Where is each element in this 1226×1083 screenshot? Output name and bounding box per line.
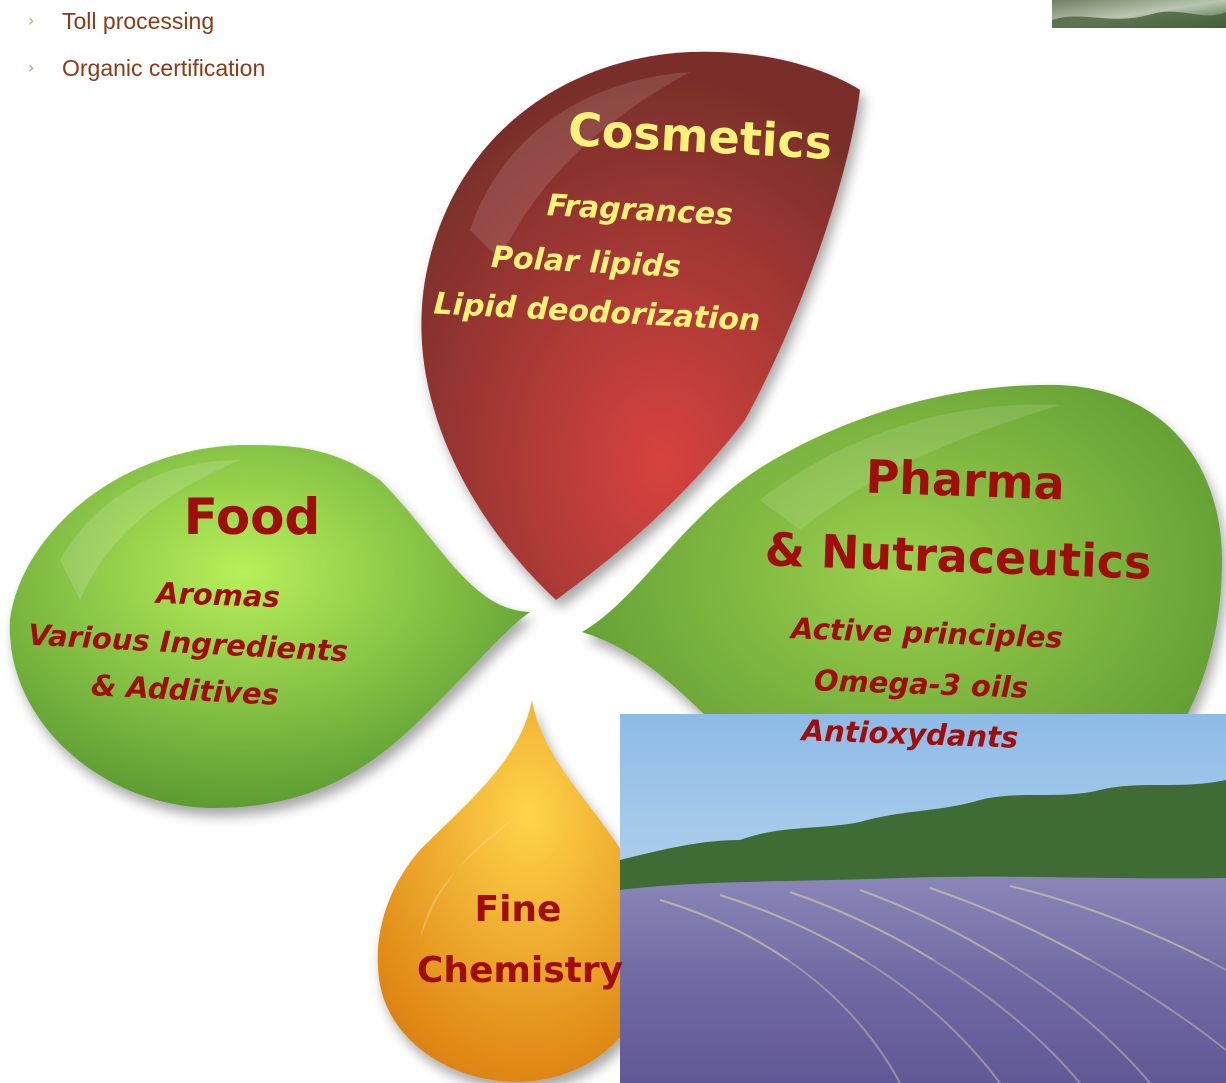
pharma-item-omega-3-oils: Omega-3 oils (813, 663, 1028, 704)
chemistry-title-line2: Chemistry (417, 950, 623, 991)
pharma-petal-highlight (760, 404, 1060, 530)
pharma-title-line1: Pharma (865, 450, 1066, 511)
lavender-field-photo (620, 714, 1226, 1083)
pharma-item-antioxydants: Antioxydants (799, 713, 1019, 755)
bullet-label-toll-processing: Toll processing (62, 8, 215, 34)
photo-lavender-tint (620, 960, 1226, 1083)
food-item-aromas: Aromas (154, 576, 281, 614)
photo-field (620, 876, 1226, 1083)
photo-thumbnail (1052, 0, 1226, 28)
bullet-label-organic-certification: Organic certification (62, 55, 266, 81)
photo-treeline (620, 780, 1226, 900)
chemistry-drop (377, 700, 653, 1082)
list-item: › Toll processing (0, 5, 420, 37)
food-petal-highlight (60, 460, 240, 600)
chemistry-title-line1: Fine (475, 889, 562, 930)
food-petal (9, 445, 530, 809)
food-title: Food (184, 488, 321, 546)
chevron-right-icon: › (28, 58, 35, 77)
list-item: › Organic certification (0, 52, 420, 84)
cosmetics-petal (421, 51, 860, 601)
chevron-right-icon: › (28, 11, 35, 30)
pharma-title-line2: & Nutraceutics (764, 522, 1152, 589)
photo-field-rows (659, 885, 1226, 1083)
cosmetics-petal-highlight (470, 72, 690, 260)
